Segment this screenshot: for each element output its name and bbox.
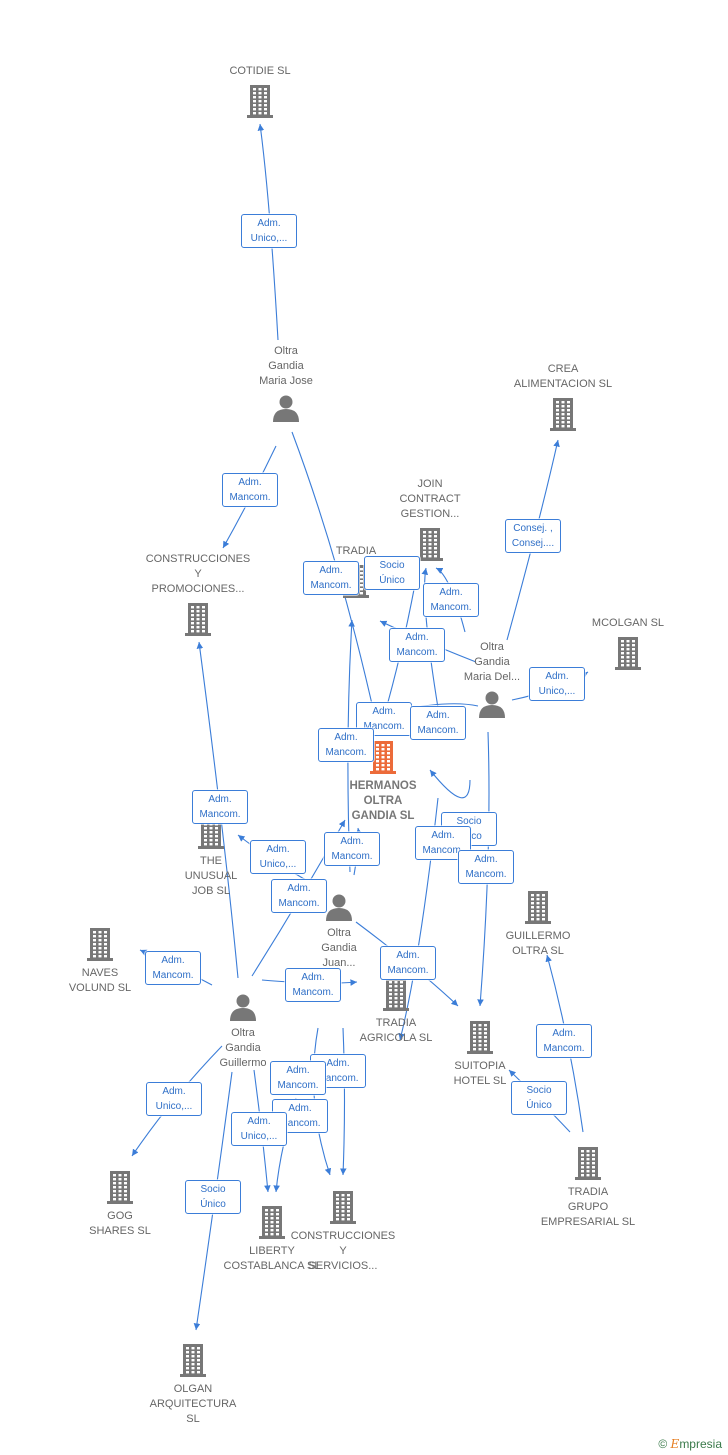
- node-label: TRADIA GRUPO EMPRESARIAL SL: [540, 1186, 636, 1228]
- copyright-symbol: ©: [658, 1437, 668, 1451]
- node-join[interactable]: JOIN CONTRACT GESTION...: [365, 477, 495, 566]
- edge-24: [339, 1027, 347, 1176]
- node-label: TRADIA AGRICOLA SL: [359, 1017, 433, 1044]
- relation-label[interactable]: Adm. Mancom.: [192, 790, 248, 824]
- relation-label[interactable]: Adm. Mancom.: [285, 968, 341, 1002]
- node-construcciones-s[interactable]: CONSTRUCCIONES Y SERVICIOS...: [278, 1185, 408, 1274]
- relation-label[interactable]: Adm. Mancom.: [458, 850, 514, 884]
- brand-initial: E: [670, 1437, 680, 1451]
- edge-13: [429, 769, 471, 799]
- relation-label[interactable]: Adm. Mancom.: [380, 946, 436, 980]
- node-label: Oltra Gandia Juan...: [321, 927, 357, 969]
- node-label: GUILLERMO OLTRA SL: [505, 930, 571, 957]
- node-cotidie[interactable]: COTIDIE SL: [195, 64, 325, 123]
- node-crea[interactable]: CREA ALIMENTACION SL: [498, 362, 628, 436]
- person-icon: [273, 395, 299, 422]
- node-label: OLGAN ARQUITECTURA SL: [149, 1383, 237, 1425]
- building-icon: [247, 85, 273, 118]
- building-icon: [417, 528, 443, 561]
- relation-label[interactable]: Adm. Mancom.: [303, 561, 359, 595]
- building-icon: [615, 637, 641, 670]
- relation-label[interactable]: Adm. Mancom.: [318, 728, 374, 762]
- node-construcciones-p[interactable]: CONSTRUCCIONES Y PROMOCIONES...: [133, 552, 263, 641]
- relation-label[interactable]: Adm. Mancom.: [410, 706, 466, 740]
- node-label: JOIN CONTRACT GESTION...: [399, 478, 461, 520]
- node-juan[interactable]: Oltra Gandia Juan...: [274, 888, 404, 971]
- node-label: TRADIA: [335, 545, 377, 557]
- relation-label[interactable]: Consej. , Consej....: [505, 519, 561, 553]
- person-icon: [326, 894, 352, 921]
- relation-label[interactable]: Socio Único: [364, 556, 420, 590]
- node-label: MCOLGAN SL: [591, 617, 665, 629]
- relation-label[interactable]: Socio Único: [511, 1081, 567, 1115]
- node-label: CONSTRUCCIONES Y PROMOCIONES...: [145, 553, 251, 595]
- node-label: CONSTRUCCIONES Y SERVICIOS...: [290, 1230, 396, 1272]
- relation-label[interactable]: Adm. Unico,...: [146, 1082, 202, 1116]
- node-mcolgan[interactable]: MCOLGAN SL: [563, 616, 693, 675]
- node-liberty[interactable]: LIBERTY COSTABLANCA SL: [207, 1200, 337, 1274]
- node-tradia-grupo[interactable]: TRADIA GRUPO EMPRESARIAL SL: [523, 1141, 653, 1230]
- node-olgan[interactable]: OLGAN ARQUITECTURA SL: [128, 1338, 258, 1427]
- building-icon: [370, 741, 396, 774]
- node-label: SUITOPIA HOTEL SL: [453, 1060, 507, 1087]
- building-icon: [467, 1021, 493, 1054]
- node-naves[interactable]: NAVES VOLUND SL: [35, 922, 165, 996]
- building-icon: [550, 398, 576, 431]
- node-label: CREA ALIMENTACION SL: [513, 363, 613, 390]
- edge-12: [196, 641, 239, 979]
- node-label: GOG SHARES SL: [89, 1210, 151, 1237]
- person-icon: [230, 994, 256, 1021]
- node-label: COTIDIE SL: [229, 65, 291, 77]
- node-hermanos[interactable]: HERMANOS OLTRA GANDIA SL: [318, 735, 448, 824]
- node-maria-jose[interactable]: Oltra Gandia Maria Jose: [221, 344, 351, 427]
- footer-brand[interactable]: © Empresia: [658, 1437, 722, 1451]
- relation-label[interactable]: Adm. Mancom.: [536, 1024, 592, 1058]
- building-icon: [575, 1147, 601, 1180]
- brand-name: mpresia: [679, 1437, 722, 1451]
- relation-label[interactable]: Adm. Mancom.: [145, 951, 201, 985]
- building-icon: [87, 928, 113, 961]
- node-guillermo-sl[interactable]: GUILLERMO OLTRA SL: [473, 885, 603, 959]
- relation-label[interactable]: Adm. Unico,...: [241, 214, 297, 248]
- node-tradia-agricola[interactable]: TRADIA AGRICOLA SL: [331, 972, 461, 1046]
- relation-label[interactable]: Adm. Unico,...: [250, 840, 306, 874]
- building-icon: [180, 1344, 206, 1377]
- building-icon: [383, 978, 409, 1011]
- node-guillermo[interactable]: Oltra Gandia Guillermo: [178, 988, 308, 1071]
- building-icon: [185, 603, 211, 636]
- node-suitopia[interactable]: SUITOPIA HOTEL SL: [415, 1015, 545, 1089]
- relation-label[interactable]: Adm. Unico,...: [529, 667, 585, 701]
- node-gog[interactable]: GOG SHARES SL: [55, 1165, 185, 1239]
- node-label: Oltra Gandia Maria Jose: [259, 345, 313, 387]
- node-label: Oltra Gandia Maria Del...: [463, 641, 521, 683]
- node-maria-del[interactable]: Oltra Gandia Maria Del...: [427, 640, 557, 723]
- relation-label[interactable]: Socio Único: [185, 1180, 241, 1214]
- building-icon: [107, 1171, 133, 1204]
- node-label: THE UNUSUAL JOB SL: [184, 855, 238, 897]
- relation-label[interactable]: Adm. Mancom.: [324, 832, 380, 866]
- node-label: LIBERTY COSTABLANCA SL: [223, 1245, 321, 1272]
- relation-label[interactable]: Adm. Mancom.: [415, 826, 471, 860]
- node-label: NAVES VOLUND SL: [68, 967, 132, 994]
- relation-label[interactable]: Adm. Mancom.: [270, 1061, 326, 1095]
- building-icon: [525, 891, 551, 924]
- building-icon: [259, 1206, 285, 1239]
- relation-label[interactable]: Adm. Mancom.: [389, 628, 445, 662]
- node-label: Oltra Gandia Guillermo: [219, 1027, 267, 1069]
- relation-label[interactable]: Adm. Mancom.: [423, 583, 479, 617]
- relation-label[interactable]: Adm. Unico,...: [231, 1112, 287, 1146]
- person-icon: [479, 691, 505, 718]
- building-icon: [330, 1191, 356, 1224]
- relation-label[interactable]: Adm. Mancom.: [271, 879, 327, 913]
- edge-4: [421, 567, 441, 721]
- node-label: HERMANOS OLTRA GANDIA SL: [349, 780, 417, 822]
- relation-label[interactable]: Adm. Mancom.: [222, 473, 278, 507]
